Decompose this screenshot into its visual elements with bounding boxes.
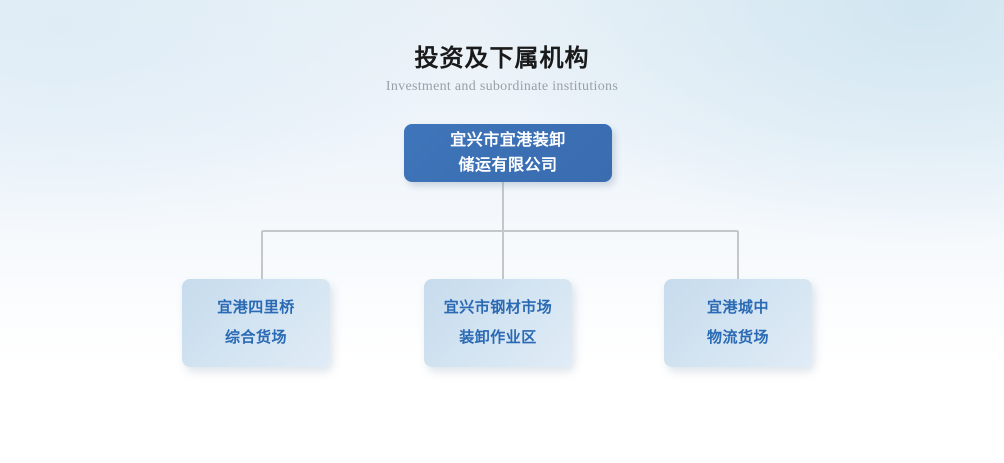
- org-node-child-1[interactable]: 宜兴市钢材市场 装卸作业区: [424, 279, 572, 367]
- org-node-child-1-line-1: 宜兴市钢材市场: [443, 299, 553, 316]
- org-node-child-2-line-2: 物流货场: [706, 329, 769, 346]
- page-subtitle: Investment and subordinate institutions: [385, 79, 619, 94]
- org-node-child-2[interactable]: 宜港城中 物流货场: [664, 279, 812, 367]
- org-node-root-line-1: 宜兴市宜港装卸: [450, 132, 566, 149]
- org-node-child-1-line-2: 装卸作业区: [459, 329, 537, 346]
- org-node-child-0-line-1: 宜港四里桥: [217, 299, 295, 316]
- page-title: 投资及下属机构: [414, 45, 590, 72]
- org-node-child-0-line-2: 综合货场: [224, 329, 287, 346]
- org-node-child-2-line-1: 宜港城中: [706, 299, 769, 316]
- org-node-root[interactable]: 宜兴市宜港装卸 储运有限公司: [404, 124, 612, 182]
- page-header: 投资及下属机构 Investment and subordinate insti…: [0, 44, 1004, 96]
- org-node-child-0[interactable]: 宜港四里桥 综合货场: [182, 279, 330, 367]
- org-node-root-line-2: 储运有限公司: [458, 157, 558, 174]
